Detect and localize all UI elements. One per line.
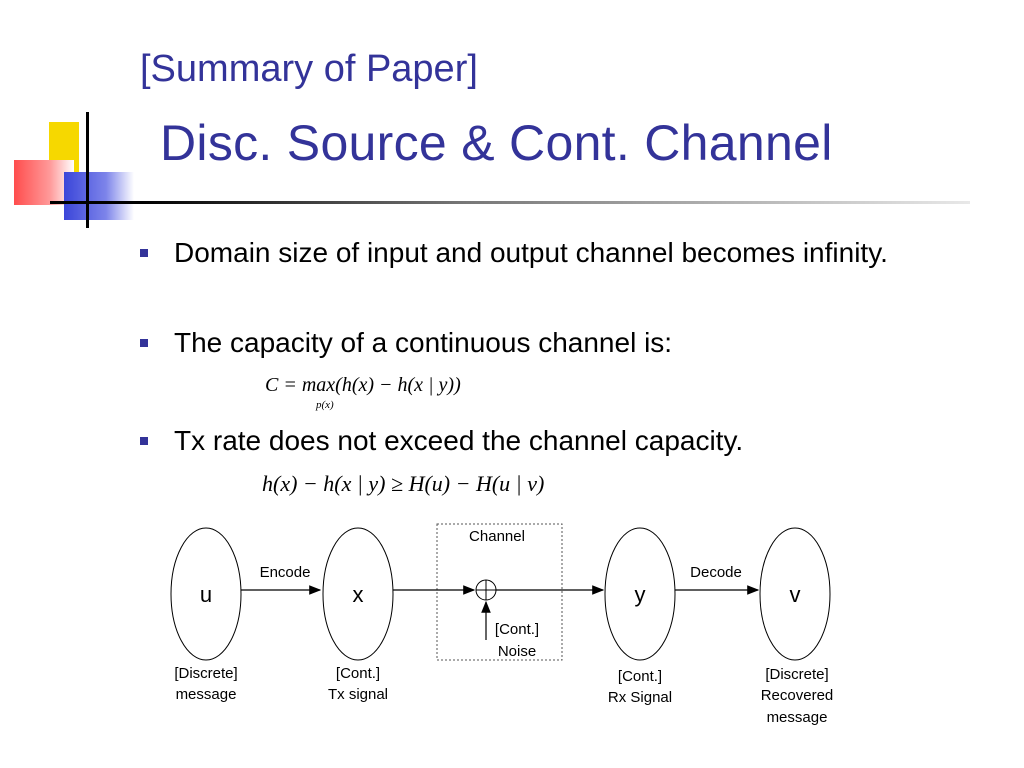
channel-box (436, 523, 563, 661)
noise-label-line1: [Cont.] (495, 621, 539, 638)
capacity-equation: C = max(h(x) − h(x | y)) (265, 374, 461, 396)
deco-blue-block (64, 172, 134, 220)
bullet-item: The capacity of a continuous channel is: (140, 324, 954, 362)
bullet-square-icon (140, 339, 148, 347)
node-u-symbol: u (200, 582, 212, 607)
encode-label: Encode (260, 564, 311, 581)
bullet-square-icon (140, 249, 148, 257)
bullet-square-icon (140, 437, 148, 445)
node-u-caption-line1: [Discrete] (174, 665, 237, 682)
node-x-caption-line2: Tx signal (328, 686, 388, 703)
deco-vertical-line (86, 112, 89, 228)
node-v-caption-line1: [Discrete] (765, 666, 828, 683)
bullet-text: The capacity of a continuous channel is: (174, 327, 673, 358)
bullet-text: Domain size of input and output channel … (174, 237, 888, 268)
bullet-item: Domain size of input and output channel … (140, 234, 954, 272)
node-v-caption-line3: message (767, 709, 828, 726)
node-y-symbol: y (635, 582, 646, 607)
noise-label-line2: Noise (498, 643, 536, 660)
node-u-caption-line2: message (176, 686, 237, 703)
node-x-caption-line1: [Cont.] (336, 665, 380, 682)
node-v-ellipse (759, 527, 831, 661)
bullet-item: Tx rate does not exceed the channel capa… (140, 422, 954, 460)
node-y-ellipse (604, 527, 676, 661)
capacity-subscript: p(x) (316, 399, 334, 411)
bullet-text: Tx rate does not exceed the channel capa… (174, 425, 744, 456)
slide-title-line1: [Summary of Paper] (140, 48, 478, 90)
node-y-caption-line1: [Cont.] (618, 668, 662, 685)
node-x-ellipse (322, 527, 394, 661)
node-u-ellipse (170, 527, 242, 661)
node-y-caption-line2: Rx Signal (608, 689, 672, 706)
channel-label: Channel (469, 528, 525, 545)
node-v-caption-line2: Recovered (761, 687, 834, 704)
deco-horizontal-line (50, 201, 970, 204)
node-v-symbol: v (790, 582, 801, 607)
rate-equation: h(x) − h(x | y) ≥ H(u) − H(u | v) (262, 471, 545, 496)
node-x-symbol: x (353, 582, 364, 607)
decode-label: Decode (690, 564, 742, 581)
slide-title-line2: Disc. Source & Cont. Channel (160, 115, 833, 171)
